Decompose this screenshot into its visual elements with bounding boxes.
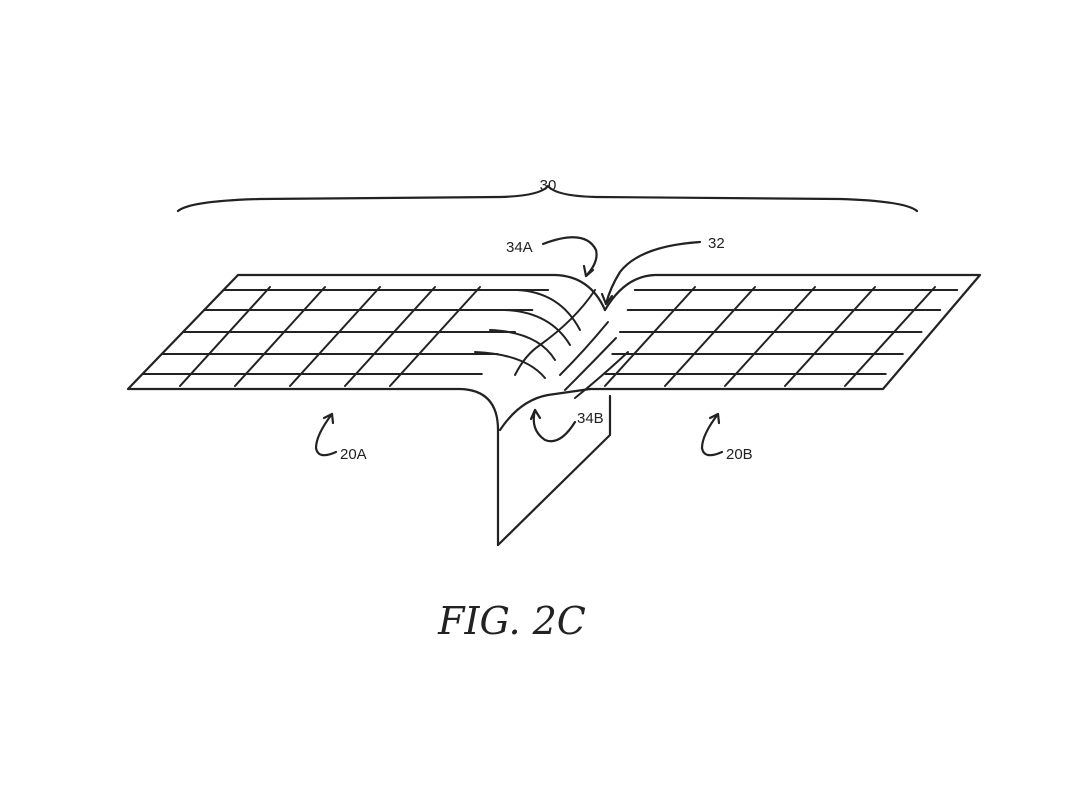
left-grid-column xyxy=(179,286,271,387)
label-34b: 34B xyxy=(577,410,604,427)
arrowhead-20a xyxy=(322,412,335,425)
right-grid-column xyxy=(664,286,756,387)
label-20a: 20A xyxy=(340,446,367,463)
leader-32 xyxy=(604,240,702,306)
right-grid-column xyxy=(604,286,696,387)
left-grid-column xyxy=(234,286,326,387)
right-grid-column xyxy=(844,286,936,387)
right-grid-column xyxy=(784,286,876,387)
fold-region xyxy=(474,289,629,399)
label-20b: 20B xyxy=(726,446,753,463)
leader-20a xyxy=(314,412,338,457)
label-34a: 34A xyxy=(506,239,533,256)
right-grid-column xyxy=(724,286,816,387)
figure-caption: FIG. 2C xyxy=(437,599,586,643)
leader-20b xyxy=(700,412,724,457)
arrowhead-34b xyxy=(529,408,542,421)
arrowhead-34a xyxy=(582,264,595,278)
right-panel-outline xyxy=(496,273,982,547)
brace-30 xyxy=(176,184,919,213)
left-grid-column xyxy=(344,286,436,387)
left-grid-column xyxy=(289,286,381,387)
leader-34a xyxy=(541,236,598,278)
leader-34b xyxy=(532,408,577,443)
panel-grid xyxy=(141,286,959,387)
fold-lower-edge xyxy=(498,387,592,432)
left-grid-column xyxy=(389,286,481,387)
arrowhead-32 xyxy=(600,292,614,306)
arrowhead-20b xyxy=(708,412,721,425)
label-32: 32 xyxy=(708,235,725,252)
label-30: 30 xyxy=(540,177,557,194)
